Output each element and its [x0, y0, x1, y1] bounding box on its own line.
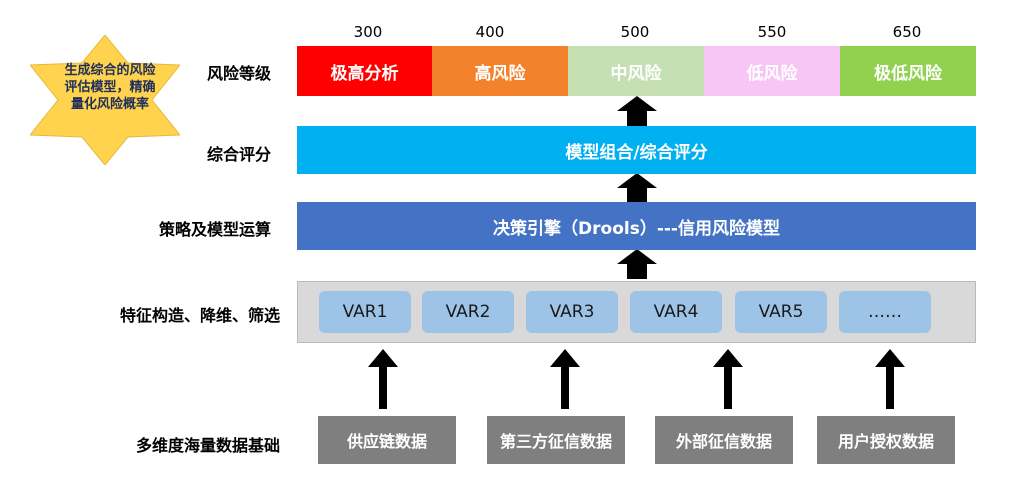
variable-box: VAR1: [319, 291, 411, 333]
risk-level-low: 低风险: [704, 46, 840, 96]
risk-level-very-low: 极低风险: [840, 46, 976, 96]
risk-level-text: 低风险: [746, 63, 798, 84]
up-arrow-icon: [713, 349, 743, 409]
variable-box: VAR5: [735, 291, 827, 333]
data-source-text: 供应链数据: [346, 432, 427, 451]
risk-level-medium: 中风险: [568, 46, 704, 96]
composite-score-label: 综合评分: [206, 145, 271, 164]
up-arrow-icon: [875, 349, 905, 409]
composite-score-text: 模型组合/综合评分: [565, 142, 708, 163]
data-source-box: 外部征信数据: [655, 416, 793, 464]
score-label: 550: [757, 23, 787, 41]
data-source-text: 外部征信数据: [675, 432, 772, 451]
risk-level-very-high: 极高分析: [297, 46, 432, 96]
up-arrow-icon: [368, 349, 398, 409]
variable-text: VAR2: [445, 302, 491, 322]
risk-level-text: 极高分析: [330, 63, 399, 84]
callout-text: 生成综合的风险评估模型，精确量化风险概率: [64, 63, 156, 112]
risk-level-high: 高风险: [432, 46, 568, 96]
variable-box: ……: [839, 291, 931, 333]
variable-text: VAR1: [342, 302, 388, 322]
variable-text: VAR4: [653, 302, 699, 322]
risk-level-label: 风险等级: [206, 64, 271, 83]
variable-text: VAR5: [758, 302, 804, 322]
variable-box: VAR2: [422, 291, 514, 333]
data-source-box: 供应链数据: [318, 416, 456, 464]
star-callout-icon: [30, 35, 180, 165]
score-label: 300: [353, 23, 383, 41]
data-source-box: 第三方征信数据: [487, 416, 625, 464]
risk-level-text: 高风险: [474, 63, 526, 84]
up-arrow-icon: [617, 249, 657, 279]
variable-box: VAR4: [630, 291, 722, 333]
data-source-box: 用户授权数据: [817, 416, 955, 464]
decision-engine-bar: 决策引擎（Drools）---信用风险模型: [297, 202, 976, 250]
composite-score-bar: 模型组合/综合评分: [297, 126, 976, 174]
up-arrow-icon: [550, 349, 580, 409]
data-foundation-label: 多维度海量数据基础: [135, 436, 280, 455]
data-source-text: 用户授权数据: [837, 432, 934, 451]
variable-text: VAR3: [549, 302, 595, 322]
score-label: 400: [475, 23, 505, 41]
variable-box: VAR3: [526, 291, 618, 333]
score-label: 500: [620, 23, 650, 41]
up-arrow-icon: [617, 96, 657, 126]
strategy-model-label: 策略及模型运算: [158, 220, 271, 239]
data-source-text: 第三方征信数据: [499, 432, 612, 451]
score-label: 650: [892, 23, 922, 41]
feature-engineering-label: 特征构造、降维、筛选: [119, 306, 280, 325]
risk-level-text: 中风险: [610, 63, 662, 84]
up-arrow-icon: [617, 173, 657, 203]
decision-engine-text: 决策引擎（Drools）---信用风险模型: [493, 218, 780, 239]
risk-level-text: 极低风险: [874, 63, 942, 84]
variable-text: ……: [868, 302, 902, 322]
